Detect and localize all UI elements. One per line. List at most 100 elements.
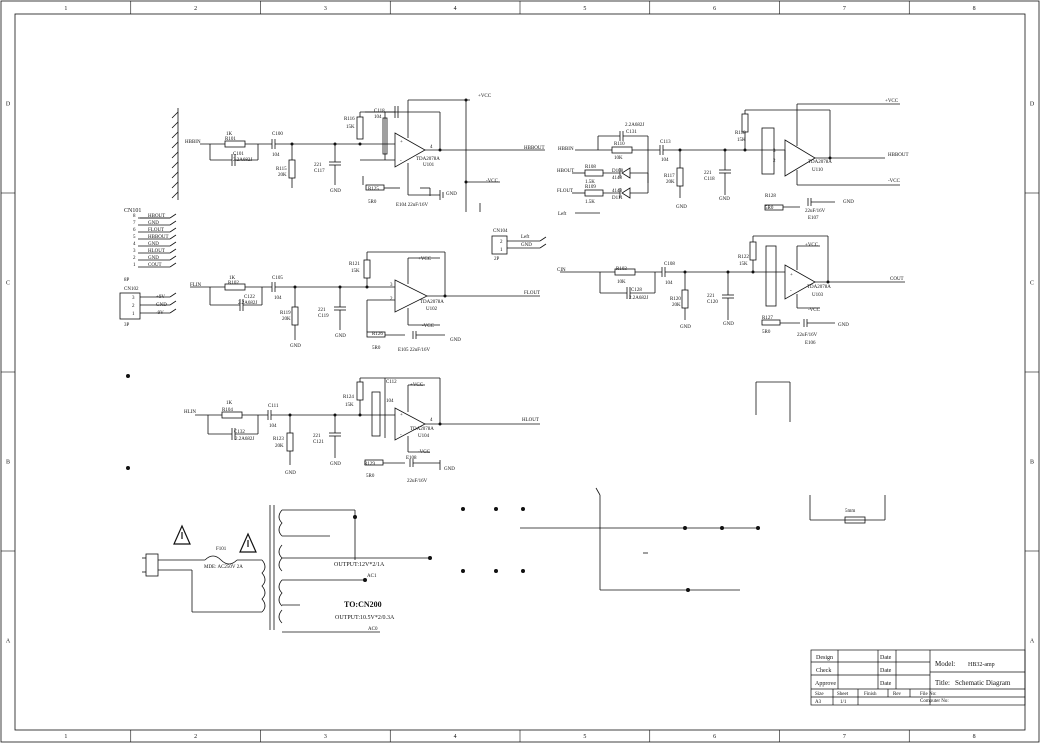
ch1-ic: U101 (423, 163, 435, 168)
cn104-ref: CN104 (493, 229, 508, 234)
ch5-gnd3: GND (444, 467, 455, 472)
ch4-rbias-val: 20K (672, 303, 681, 308)
ch2-gnd3: GND (843, 200, 854, 205)
frame-col-label: 6 (713, 734, 716, 740)
frame-row-label: A (1030, 639, 1035, 645)
ch4-ccpl-val: 104 (665, 281, 673, 286)
ch2-rout-val: 5R0 (765, 206, 774, 211)
ch3-cflt-val: 221 (318, 308, 326, 313)
ch1-rfb-val: 15K (346, 125, 355, 130)
psu-fuse: F101 (216, 547, 227, 552)
svg-text:3: 3 (390, 283, 393, 288)
svg-text:3: 3 (773, 149, 776, 154)
frame-col-label: 5 (583, 734, 586, 740)
psu-mains: MDE: AC250V 2A (204, 565, 243, 570)
frame-col-label: 7 (843, 6, 846, 12)
cn102-pin-number: 2 (132, 304, 135, 309)
cn101-pin-number: 2 (133, 256, 136, 261)
misc-res-label: 5mm (845, 509, 855, 514)
ch4-output: COUT (890, 277, 904, 282)
ch5-ccpl: C111 (268, 404, 279, 409)
ch3-vcc: +VCC (418, 257, 432, 262)
frame-col-label: 8 (973, 734, 976, 740)
ch3-rbias: R119 (280, 311, 291, 316)
psu-ac1: AC1 (367, 574, 377, 579)
frame-row-label: B (1030, 460, 1034, 466)
ch2-vcc: +VCC (885, 99, 899, 104)
frame-row-label: B (6, 460, 10, 466)
ch5-ic-part: TDA2078A (410, 427, 434, 432)
column-ticks (130, 1, 910, 742)
frame-row-label: C (6, 281, 10, 287)
ch3-vee: -VCC (422, 324, 435, 329)
ch5-rfb-val: 15K (345, 403, 354, 408)
frame-row-label: D (1030, 102, 1035, 108)
frame-col-label: 4 (454, 6, 457, 12)
cn101-pin-label: COUT (148, 263, 162, 268)
svg-text:2: 2 (773, 159, 776, 164)
ch5-vcc: +VCC (410, 383, 424, 388)
ch1-vee: -VCC (486, 179, 499, 184)
frame-row-label: D (6, 102, 11, 108)
ch1-rout-val: 5R0 (368, 200, 377, 205)
ch5-rbias-val: 20K (275, 444, 284, 449)
tb-model-label: Model: (935, 660, 955, 668)
cn101-pin-number: 4 (133, 242, 136, 247)
cn101-pin-label: HBBOUT (148, 235, 169, 240)
ch2-output: HBBOUT (888, 153, 909, 158)
tb-sheet-val: 1/1 (840, 700, 847, 705)
ch4-ic-part: TDA2078A (807, 285, 831, 290)
ch4-rfb: R122 (738, 255, 749, 260)
ch2-d1: D108 (612, 169, 624, 174)
ch4-cflt: C120 (707, 300, 718, 305)
tb-title-label: Title: (935, 679, 950, 687)
ch5-cout: 22uF/16V (407, 479, 428, 484)
frame-row-label: A (6, 639, 11, 645)
junction-dots (126, 98, 832, 592)
ch2-rbias: R117 (664, 174, 675, 179)
cn101-pin-number: 5 (133, 235, 136, 240)
ch2-gnd2: GND (719, 197, 730, 202)
ch2-rfb-val: 15K (737, 138, 746, 143)
ch4-ccpl: C108 (664, 262, 675, 267)
ch1-cflt-val: 221 (314, 163, 322, 168)
ch1-cfb: C118 (374, 109, 385, 114)
ch4-cout-ref: E106 (805, 341, 816, 346)
ch2-rout: R128 (765, 194, 776, 199)
tb-finish: Finish (864, 692, 877, 697)
cn101-pin-number: 3 (133, 249, 136, 254)
ch5-cfb-val: 104 (386, 399, 394, 404)
ch2-vee: -VCC (888, 179, 901, 184)
svg-text:+: + (400, 140, 403, 145)
tb-date3: Date (880, 681, 892, 687)
ch5-vee: -VCC (418, 450, 431, 455)
cn102-pin-number: 3 (132, 296, 135, 301)
ch5-cin-val: 2.2A682J (235, 437, 254, 442)
ch2-rfb: R118 (735, 131, 746, 136)
ch5-gnd1: GND (285, 471, 296, 476)
ch3-ccpl: C105 (272, 276, 283, 281)
ch2-ra-val: 10K (614, 156, 623, 161)
tb-date1: Date (880, 655, 892, 661)
ch3-output: FLOUT (524, 291, 540, 296)
ch3-gnd3: GND (450, 338, 461, 343)
ch4-cflt-val: 221 (707, 294, 715, 299)
ch2-ccpl: C113 (660, 140, 671, 145)
ch3-gnd1: GND (290, 344, 301, 349)
ch5-ic: U104 (418, 434, 430, 439)
svg-text:-: - (790, 289, 792, 294)
psu-out2: OUTPUT:10.5V*2/0.3A (335, 615, 395, 621)
title-block (810, 649, 1026, 706)
ch2-d1-val: 4148 (612, 176, 623, 181)
ch4-ic: U103 (812, 293, 824, 298)
cn104-p2: 1 (500, 248, 503, 253)
ch1-cfb-val: 104 (374, 115, 382, 120)
ch4-rin: R103 (616, 267, 627, 272)
ch5-pin: 4 (430, 418, 433, 423)
cn104-note: 2P (494, 257, 500, 262)
ch3-rin: R102 (228, 281, 239, 286)
ch4-vee: -VCC (808, 308, 821, 313)
